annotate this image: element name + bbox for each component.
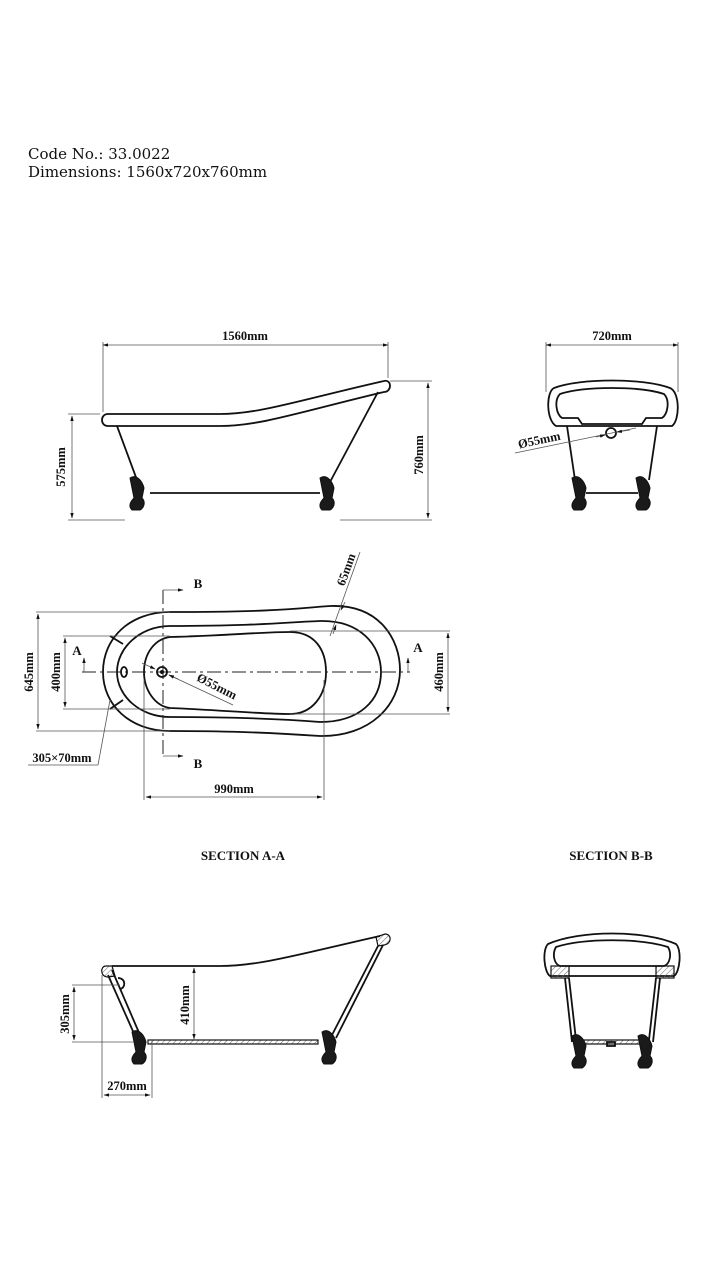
inner-width-left-label: 400mm	[49, 652, 63, 692]
inner-length-label: 990mm	[214, 782, 254, 796]
clawfoot-icon	[321, 1030, 337, 1065]
rim-thickness-label: 65mm	[334, 551, 359, 588]
side-view: 1560mm 575mm 760mm	[54, 329, 432, 521]
overflow-height-label: 305mm	[58, 994, 72, 1034]
section-a-a: SECTION A-A 410mm 305mm 270mm	[58, 848, 391, 1098]
section-a-marker-left: A	[72, 643, 82, 658]
end-width-label: 720mm	[592, 329, 632, 343]
product-header: Code No.: 33.0022 Dimensions: 1560x720x7…	[28, 145, 267, 181]
top-view: B B A A Ø55mm 645mm 400mm 460mm 65mm	[22, 551, 450, 800]
drain-icon	[156, 666, 168, 678]
section-a-marker-right: A	[413, 640, 423, 655]
section-b-marker-top: B	[194, 576, 203, 591]
clawfoot-icon	[129, 476, 145, 511]
code-number: Code No.: 33.0022	[28, 145, 171, 163]
drain-circle	[605, 427, 617, 439]
total-height-label: 760mm	[412, 435, 426, 475]
overflow-offset-label: 270mm	[107, 1079, 147, 1093]
inner-width-right-label: 460mm	[432, 652, 446, 692]
section-b-marker-bottom: B	[194, 756, 203, 771]
section-a-title: SECTION A-A	[201, 848, 286, 863]
dimensions-summary: Dimensions: 1560x720x760mm	[28, 163, 268, 181]
clawfoot-icon	[319, 476, 335, 511]
overall-width-label: 645mm	[22, 652, 36, 692]
section-b-title: SECTION B-B	[569, 848, 653, 863]
section-b-b: SECTION B-B	[543, 848, 681, 1069]
clawfoot-icon	[637, 1034, 653, 1069]
rim-height-label: 575mm	[54, 447, 68, 487]
side-length-label: 1560mm	[222, 329, 268, 343]
depth-label: 410mm	[178, 985, 192, 1025]
overflow-size-label: 305×70mm	[32, 751, 92, 765]
clawfoot-icon	[571, 476, 587, 511]
end-view: 720mm Ø55mm	[514, 329, 679, 511]
clawfoot-icon	[131, 1030, 147, 1065]
